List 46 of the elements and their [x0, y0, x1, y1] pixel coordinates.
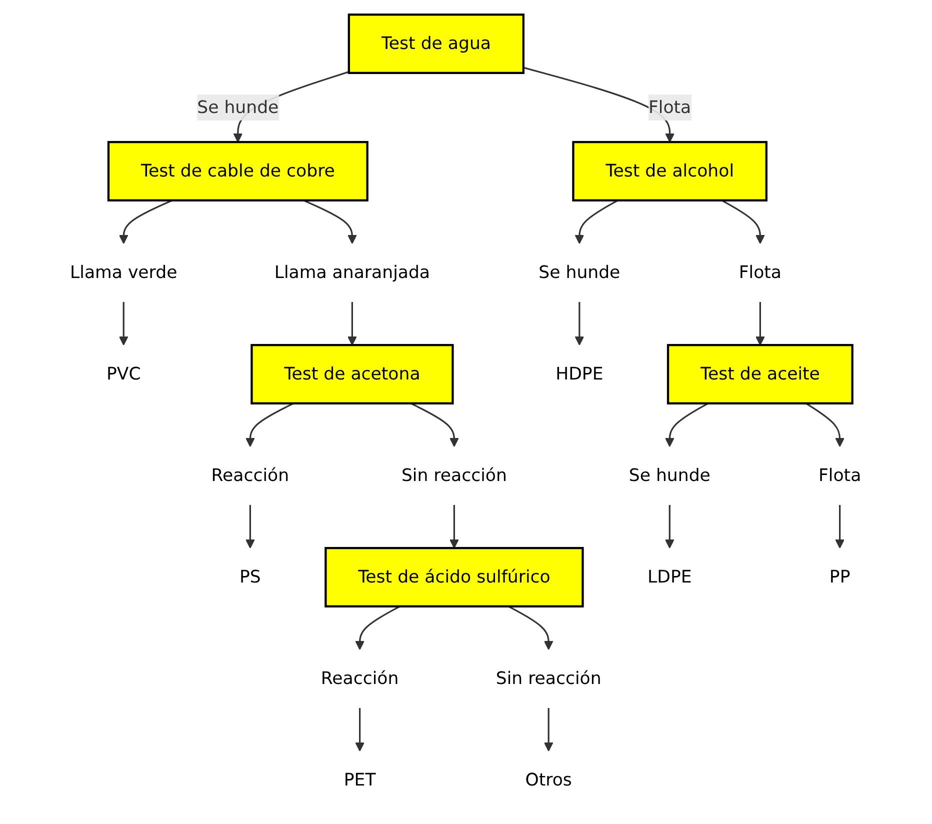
- node-box: Test de aceite: [667, 344, 854, 404]
- node-text: PP: [830, 566, 851, 587]
- arrow: [508, 606, 554, 650]
- node-text: Llama anaranjada: [274, 262, 430, 282]
- arrow: [119, 200, 173, 244]
- node-box: Test de agua: [348, 14, 525, 74]
- arrow: [410, 402, 460, 447]
- edge-label: Se hunde: [198, 96, 280, 118]
- arrow: [665, 504, 675, 548]
- edge-label: Flota: [648, 96, 692, 118]
- node-box: Test de cable de cobre: [108, 140, 369, 202]
- arrow: [806, 402, 845, 447]
- node-text: PVC: [106, 363, 142, 384]
- node-text: Sin reacción: [402, 464, 508, 486]
- arrow: [355, 708, 365, 752]
- node-text: LDPE: [648, 566, 692, 587]
- node-text: Reacción: [212, 464, 290, 486]
- node-text: Reacción: [321, 668, 400, 688]
- node-text: HDPE: [556, 363, 604, 384]
- arrow: [355, 606, 401, 650]
- node-text: Flota: [739, 262, 782, 282]
- arrow: [304, 200, 358, 244]
- node-text: PET: [344, 769, 376, 790]
- arrow: [575, 302, 585, 346]
- node-box: Test de acetona: [251, 344, 454, 404]
- node-box: Test de alcohol: [572, 140, 768, 202]
- arrow: [575, 200, 619, 244]
- arrow: [524, 66, 675, 142]
- arrow: [756, 302, 766, 346]
- arrow: [246, 402, 294, 447]
- arrow: [544, 708, 554, 752]
- node-text: Flota: [818, 464, 862, 486]
- node-text: Sin reacción: [496, 668, 602, 688]
- arrow: [835, 504, 845, 548]
- arrow: [665, 402, 709, 447]
- node-text: Otros: [526, 769, 572, 790]
- arrow: [119, 302, 129, 346]
- arrow: [722, 200, 766, 244]
- node-text: Se hunde: [629, 464, 711, 486]
- node-text: Llama verde: [70, 262, 178, 282]
- node-text: PS: [240, 566, 262, 587]
- arrow: [450, 504, 460, 548]
- node-box: Test de ácido sulfúrico: [325, 546, 584, 608]
- node-text: Se hunde: [539, 262, 621, 282]
- arrow: [246, 504, 256, 548]
- arrow: [348, 302, 358, 346]
